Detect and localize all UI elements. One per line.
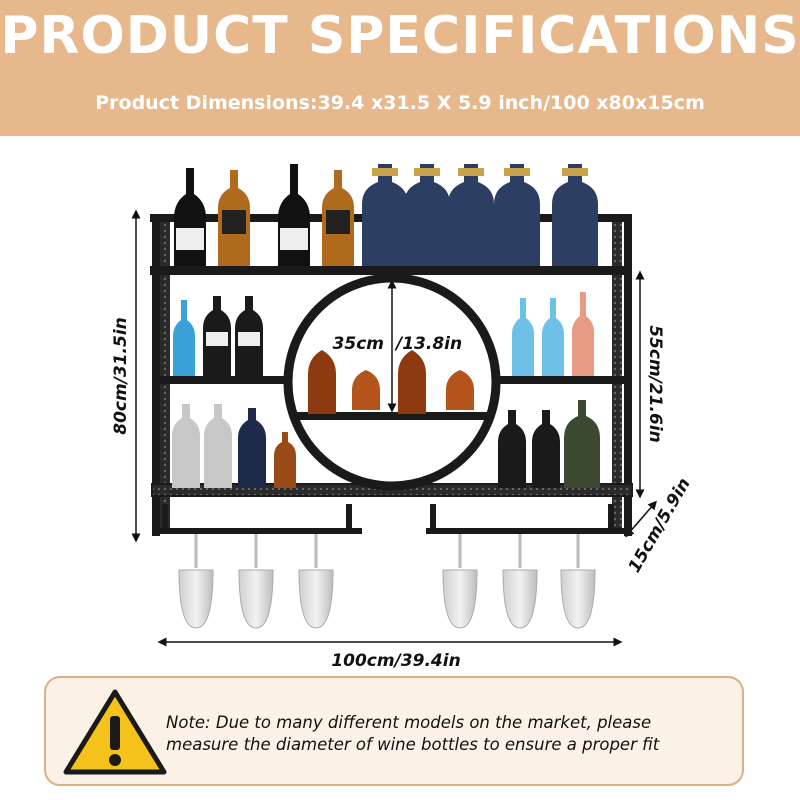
note-text: Note: Due to many different models on th… — [166, 712, 736, 756]
page-title: PRODUCT SPECIFICATIONS — [0, 6, 800, 66]
wine-rack-image: 80cm/31.5in 55cm/21.6in 100cm/39.4in 15c… — [111, 164, 695, 671]
bottom-shelf-bottles — [172, 400, 600, 488]
height-label: 80cm/31.5in — [111, 317, 131, 435]
middle-shelf-bottles — [173, 292, 594, 414]
top-shelf-bottles — [174, 164, 598, 266]
circle-diameter-right-label: /13.8in — [394, 334, 462, 354]
header-banner: PRODUCT SPECIFICATIONS Product Dimension… — [0, 0, 800, 136]
wine-glasses — [178, 534, 596, 629]
warning-icon — [63, 689, 167, 775]
note-line-2: measure the diameter of wine bottles to … — [166, 735, 660, 754]
depth-arrow — [625, 500, 657, 538]
rack-frame — [150, 214, 633, 536]
product-diagram: 80cm/31.5in 55cm/21.6in 100cm/39.4in 15c… — [0, 136, 800, 676]
circle-diameter-left-label: 35cm — [333, 334, 384, 354]
shelf-height-label: 55cm/21.6in — [645, 325, 665, 443]
note-line-1: Note: Due to many different models on th… — [166, 713, 652, 732]
product-dimensions-text: Product Dimensions:39.4 x31.5 X 5.9 inch… — [95, 92, 705, 114]
width-label: 100cm/39.4in — [331, 651, 460, 671]
note-box: Note: Due to many different models on th… — [44, 676, 744, 786]
